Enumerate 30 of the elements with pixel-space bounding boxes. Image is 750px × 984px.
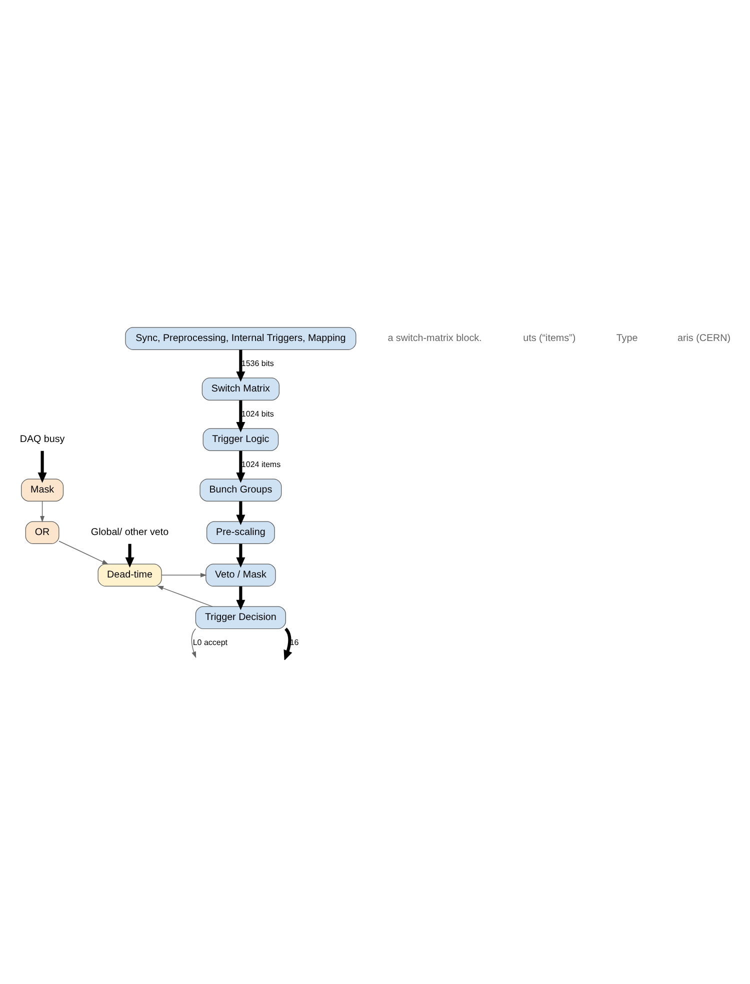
label: a switch-matrix block. — [388, 332, 482, 344]
arrow — [236, 543, 246, 568]
arrow — [236, 500, 246, 525]
arrow — [284, 627, 292, 660]
node-box: Switch Matrix — [202, 377, 280, 400]
arrow — [40, 500, 45, 522]
arrow — [58, 540, 109, 564]
node-box: Trigger Logic — [202, 428, 279, 450]
node-box: Dead-time — [98, 563, 162, 586]
node-box: Mask — [21, 478, 64, 502]
label: aris (CERN) — [677, 332, 731, 344]
arrow — [38, 450, 47, 482]
arrow — [191, 628, 196, 658]
arrow — [236, 400, 246, 432]
arrow — [125, 543, 134, 568]
arrow — [236, 349, 246, 382]
node-text: DAQ busy — [20, 433, 65, 444]
label: uts (“items”) — [523, 332, 576, 344]
node-box: Trigger Decision — [195, 606, 286, 629]
node-box: OR — [25, 520, 60, 544]
arrow — [157, 585, 213, 606]
label: Type — [616, 332, 638, 344]
arrow — [236, 586, 246, 610]
arrow — [236, 450, 246, 482]
node-box: Sync, Preprocessing, Internal Triggers, Mapping — [125, 326, 356, 350]
node-box: Bunch Groups — [200, 478, 282, 502]
node-box: Veto / Mask — [206, 563, 276, 586]
node-text: Global/ other veto — [90, 526, 169, 538]
arrow — [161, 572, 207, 577]
node-box: Pre-scaling — [206, 520, 275, 544]
